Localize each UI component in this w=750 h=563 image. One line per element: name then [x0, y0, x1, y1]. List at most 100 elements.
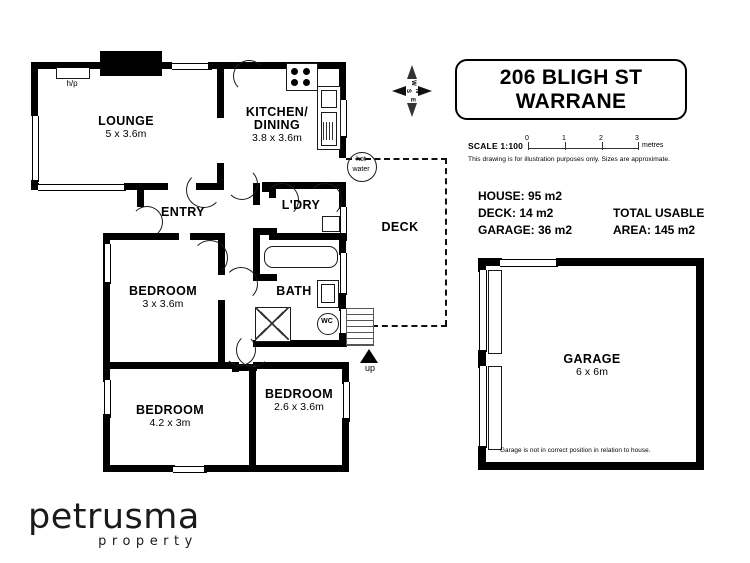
hot-plate-box — [56, 68, 90, 79]
wall — [137, 183, 144, 207]
garage-door-leaf — [488, 366, 502, 450]
window — [104, 244, 111, 284]
wall — [339, 293, 346, 311]
scale-tick — [565, 142, 566, 150]
wall — [31, 62, 103, 69]
room-dim: 5 x 3.6m — [105, 128, 147, 140]
wall — [478, 462, 704, 470]
compass-north-label: N — [414, 88, 421, 94]
room-name: KITCHEN/ — [245, 105, 309, 119]
window — [173, 466, 207, 473]
compass-icon — [392, 65, 432, 117]
wall — [262, 182, 269, 192]
window — [340, 207, 347, 241]
room-name: BEDROOM — [264, 387, 334, 401]
wall — [339, 136, 346, 158]
room-dim: 4.2 x 3m — [149, 417, 191, 429]
total-usable-area: TOTAL USABLE AREA: 145 m2 — [613, 205, 704, 239]
window — [343, 382, 350, 422]
logo-tagline: property — [98, 534, 198, 549]
room-dim: 3 x 3.6m — [142, 298, 184, 310]
wall — [103, 233, 110, 245]
garage-door — [500, 259, 558, 267]
wall — [478, 350, 486, 368]
room-label-deck: DECK — [360, 221, 440, 234]
window — [104, 380, 111, 418]
wall — [478, 258, 502, 266]
door-swing — [224, 267, 258, 301]
compass-rose: N S W E — [390, 63, 434, 119]
room-name: L'DRY — [281, 198, 321, 212]
wall — [103, 362, 110, 382]
room-name: DECK — [381, 220, 419, 234]
disclaimer-text: This drawing is for illustration purpose… — [468, 156, 671, 163]
scale-tick — [528, 142, 529, 150]
area-garage: GARAGE: 36 m2 — [478, 223, 573, 237]
laundry-tub — [322, 216, 340, 232]
wall — [478, 446, 486, 470]
room-dim: 6 x 6m — [575, 366, 609, 378]
window — [340, 253, 347, 295]
wall — [478, 258, 486, 272]
door-swing — [233, 60, 265, 92]
room-label-lounge: LOUNGE 5 x 3.6m — [62, 115, 190, 141]
room-dim: 3.8 x 3.6m — [251, 132, 303, 144]
brand-logo: petrusma property — [28, 500, 200, 550]
wall — [103, 362, 233, 369]
stairs — [346, 308, 374, 346]
wall — [239, 364, 257, 371]
room-name: ENTRY — [161, 205, 205, 219]
window — [340, 100, 347, 138]
room-dim: 2.6 x 3.6m — [273, 401, 325, 413]
wall — [124, 183, 168, 190]
wall — [103, 282, 110, 367]
wall — [217, 62, 224, 118]
up-label: up — [364, 363, 375, 373]
compass-south-label: S — [405, 88, 412, 94]
stove-fixture — [286, 63, 318, 91]
area-house: HOUSE: 95 m2 — [478, 189, 563, 203]
wall — [31, 62, 38, 116]
garage-note: Garage is not in correct position in rel… — [500, 447, 651, 454]
address-line-1: 206 BLIGH ST — [499, 65, 643, 89]
wall — [269, 233, 347, 240]
scale-tick-label: 0 — [525, 135, 529, 142]
stove-burner — [291, 68, 298, 75]
window — [32, 116, 39, 182]
window — [38, 184, 126, 191]
total-line-2: AREA: 145 m2 — [613, 223, 696, 237]
wall — [556, 258, 704, 266]
hot-water-label-2: water — [352, 166, 370, 173]
wall — [262, 182, 346, 189]
wall — [232, 362, 239, 372]
deck-edge-right — [445, 158, 447, 326]
wall — [339, 239, 346, 255]
garage-door-leaf — [488, 270, 502, 354]
wall — [103, 414, 110, 472]
wall — [342, 362, 349, 384]
wall-block-top — [100, 51, 162, 76]
door-swing — [186, 172, 222, 208]
stove-burner — [291, 79, 298, 86]
wall — [218, 300, 225, 364]
room-label-bedroom-3: BEDROOM 2.6 x 3.6m — [254, 387, 344, 414]
room-label-entry: ENTRY — [133, 206, 233, 219]
basin-fixture — [321, 284, 335, 303]
wall — [696, 258, 704, 470]
title-card: 206 BLIGH ST WARRANE — [455, 59, 687, 120]
wall — [253, 340, 347, 347]
sink-fixture — [321, 90, 337, 108]
wall — [217, 163, 224, 190]
window — [479, 366, 487, 448]
door-swing — [236, 333, 270, 367]
scale-bar-group: SCALE 1:100 0 1 2 3 metres — [468, 135, 683, 155]
hp-label: h/p — [66, 79, 78, 88]
total-line-1: TOTAL USABLE — [613, 206, 705, 220]
wall — [253, 274, 277, 281]
stove-burner — [303, 68, 310, 75]
room-label-ldry: L'DRY — [266, 199, 336, 212]
wall — [208, 62, 222, 69]
room-label-bath: BATH — [265, 285, 323, 298]
room-label-kitchen: KITCHEN/ DINING 3.8 x 3.6m — [227, 105, 327, 145]
wall — [253, 362, 349, 369]
